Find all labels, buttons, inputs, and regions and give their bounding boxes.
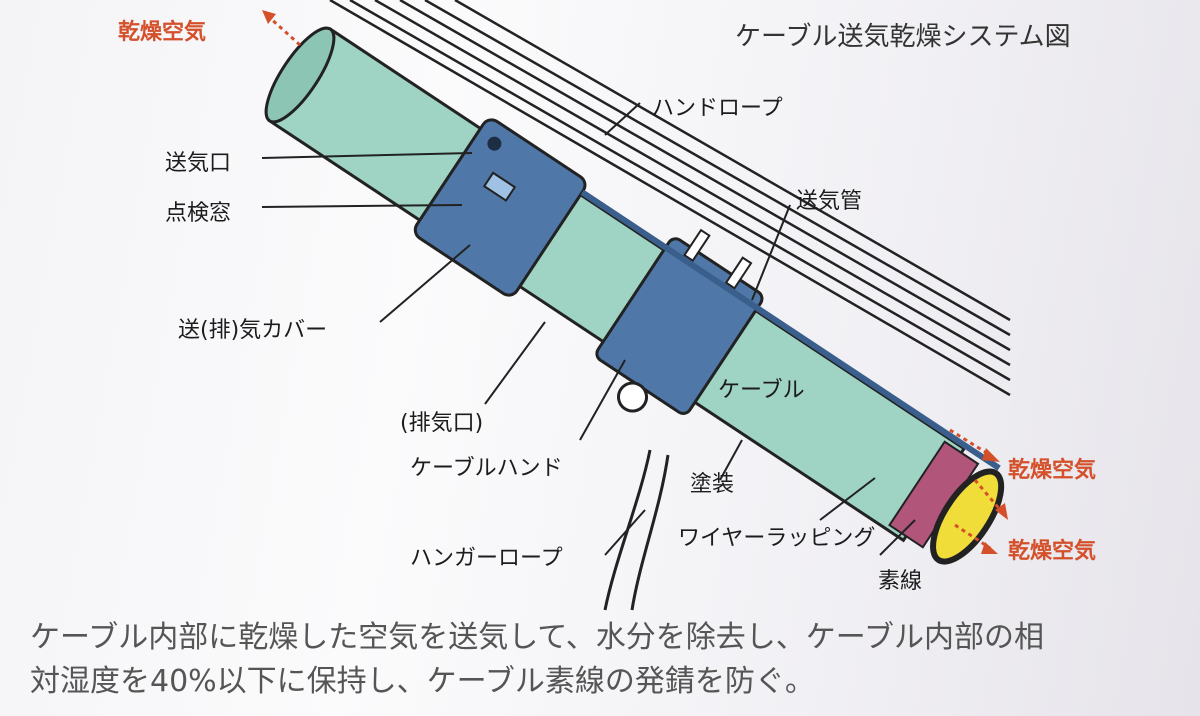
label-wire-wrapping: ワイヤーラッピング — [678, 526, 876, 551]
dry-air-label-right-1: 乾燥空気 — [1008, 458, 1097, 483]
label-inspection-window: 点検窓 — [165, 201, 232, 226]
caption-line-1: ケーブル内部に乾燥した空気を送気して、水分を除去し、ケーブル内部の相 — [30, 620, 1044, 655]
cable-body — [267, 27, 967, 543]
leader-lines — [261, 102, 916, 556]
label-cover: 送(排)気カバー — [178, 318, 328, 343]
label-hanger-rope: ハンガーロープ — [410, 546, 563, 571]
label-hand-rope: ハンドロープ — [652, 96, 783, 121]
label-coating: 塗装 — [690, 472, 735, 497]
caption-line-2: 対湿度を40%以下に保持し、ケーブル素線の発錆を防ぐ。 — [30, 664, 815, 699]
dry-air-label-right-2: 乾燥空気 — [1008, 539, 1097, 564]
label-air-inlet: 送気口 — [165, 151, 232, 176]
dry-air-label-top: 乾燥空気 — [118, 20, 207, 45]
diagram-title: ケーブル送気乾燥システム図 — [735, 22, 1071, 52]
caption: ケーブル内部に乾燥した空気を送気して、水分を除去し、ケーブル内部の相 対湿度を4… — [30, 616, 1190, 704]
air-cover — [413, 118, 587, 297]
dry-air-arrows — [262, 10, 1008, 554]
inspection-window — [482, 171, 517, 202]
label-air-pipe: 送気管 — [796, 189, 863, 214]
hand-ropes — [329, 0, 1011, 397]
strand-end — [930, 468, 1005, 565]
air-pipe — [580, 189, 1001, 471]
label-cable-band: ケーブルハンド — [410, 456, 563, 481]
label-cable: ケーブル — [718, 378, 805, 403]
hanger-rope — [603, 449, 670, 611]
air-inlet — [487, 136, 502, 151]
label-strands: 素線 — [878, 569, 923, 594]
label-exhaust-port: (排気口) — [400, 411, 484, 436]
